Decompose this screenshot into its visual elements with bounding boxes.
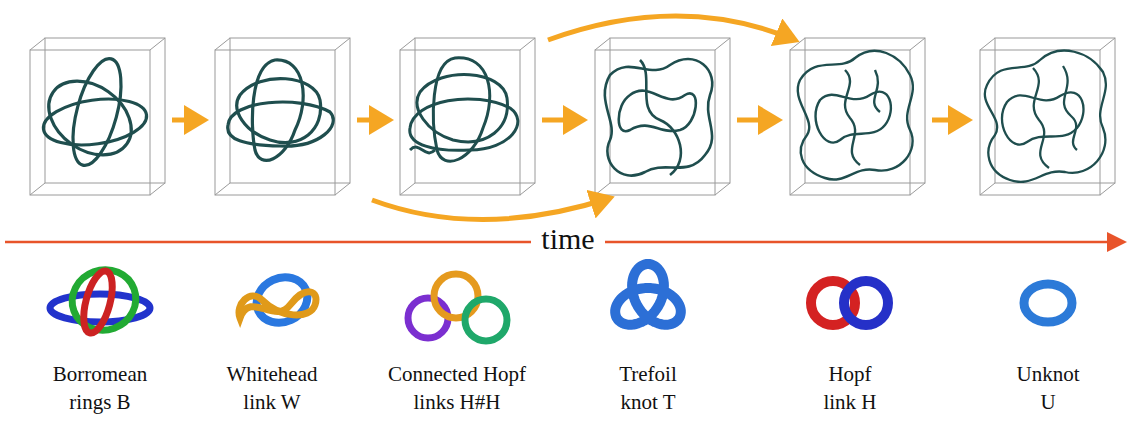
axis-label: time xyxy=(531,221,604,257)
knot-name: Hopf link H xyxy=(813,360,888,417)
knot-name: Borromean rings B xyxy=(40,360,160,417)
hopf-icon xyxy=(811,281,888,325)
knot-name: Unknot U xyxy=(1011,360,1086,417)
knot-icons xyxy=(50,261,1072,341)
process-arrows xyxy=(172,16,968,220)
knot-name: Whitehead link W xyxy=(217,360,327,417)
trefoil-icon xyxy=(615,264,681,325)
knot-name: Trefoil knot T xyxy=(603,360,693,417)
vortex-cube xyxy=(400,38,535,195)
vortex-cube xyxy=(595,38,730,195)
vortex-cube xyxy=(215,38,350,195)
unknot-icon xyxy=(1024,284,1072,322)
connected-hopf-icon xyxy=(408,274,507,341)
knot-name: Connected Hopf links H#H xyxy=(375,360,540,417)
borromean-icon xyxy=(50,261,150,339)
whitehead-icon xyxy=(239,269,316,331)
vortex-cube xyxy=(980,38,1115,195)
vortex-cube xyxy=(30,38,165,195)
vortex-cube xyxy=(790,38,925,195)
